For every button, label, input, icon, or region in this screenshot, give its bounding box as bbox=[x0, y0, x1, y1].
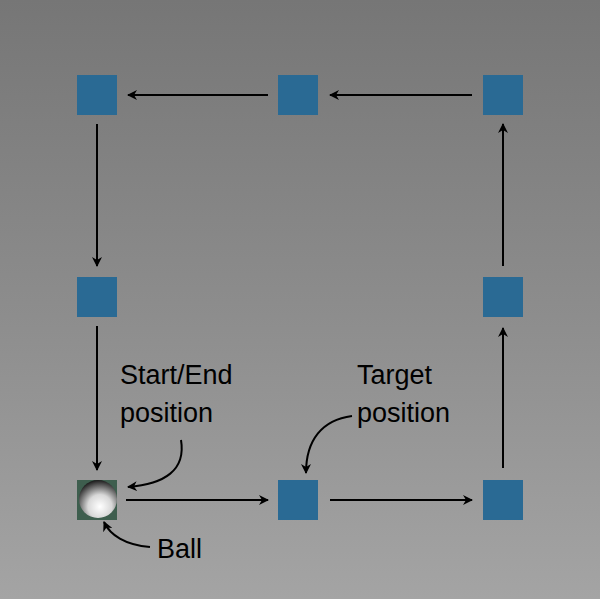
leader-arrows bbox=[104, 416, 352, 547]
callout-label: Target position bbox=[357, 356, 492, 432]
ball bbox=[79, 480, 117, 518]
path-arrows bbox=[97, 95, 503, 500]
target-squares bbox=[77, 75, 523, 520]
start-square bbox=[77, 480, 117, 520]
callout-label: Start/End position bbox=[120, 356, 270, 432]
callout-label: Ball bbox=[157, 530, 202, 568]
